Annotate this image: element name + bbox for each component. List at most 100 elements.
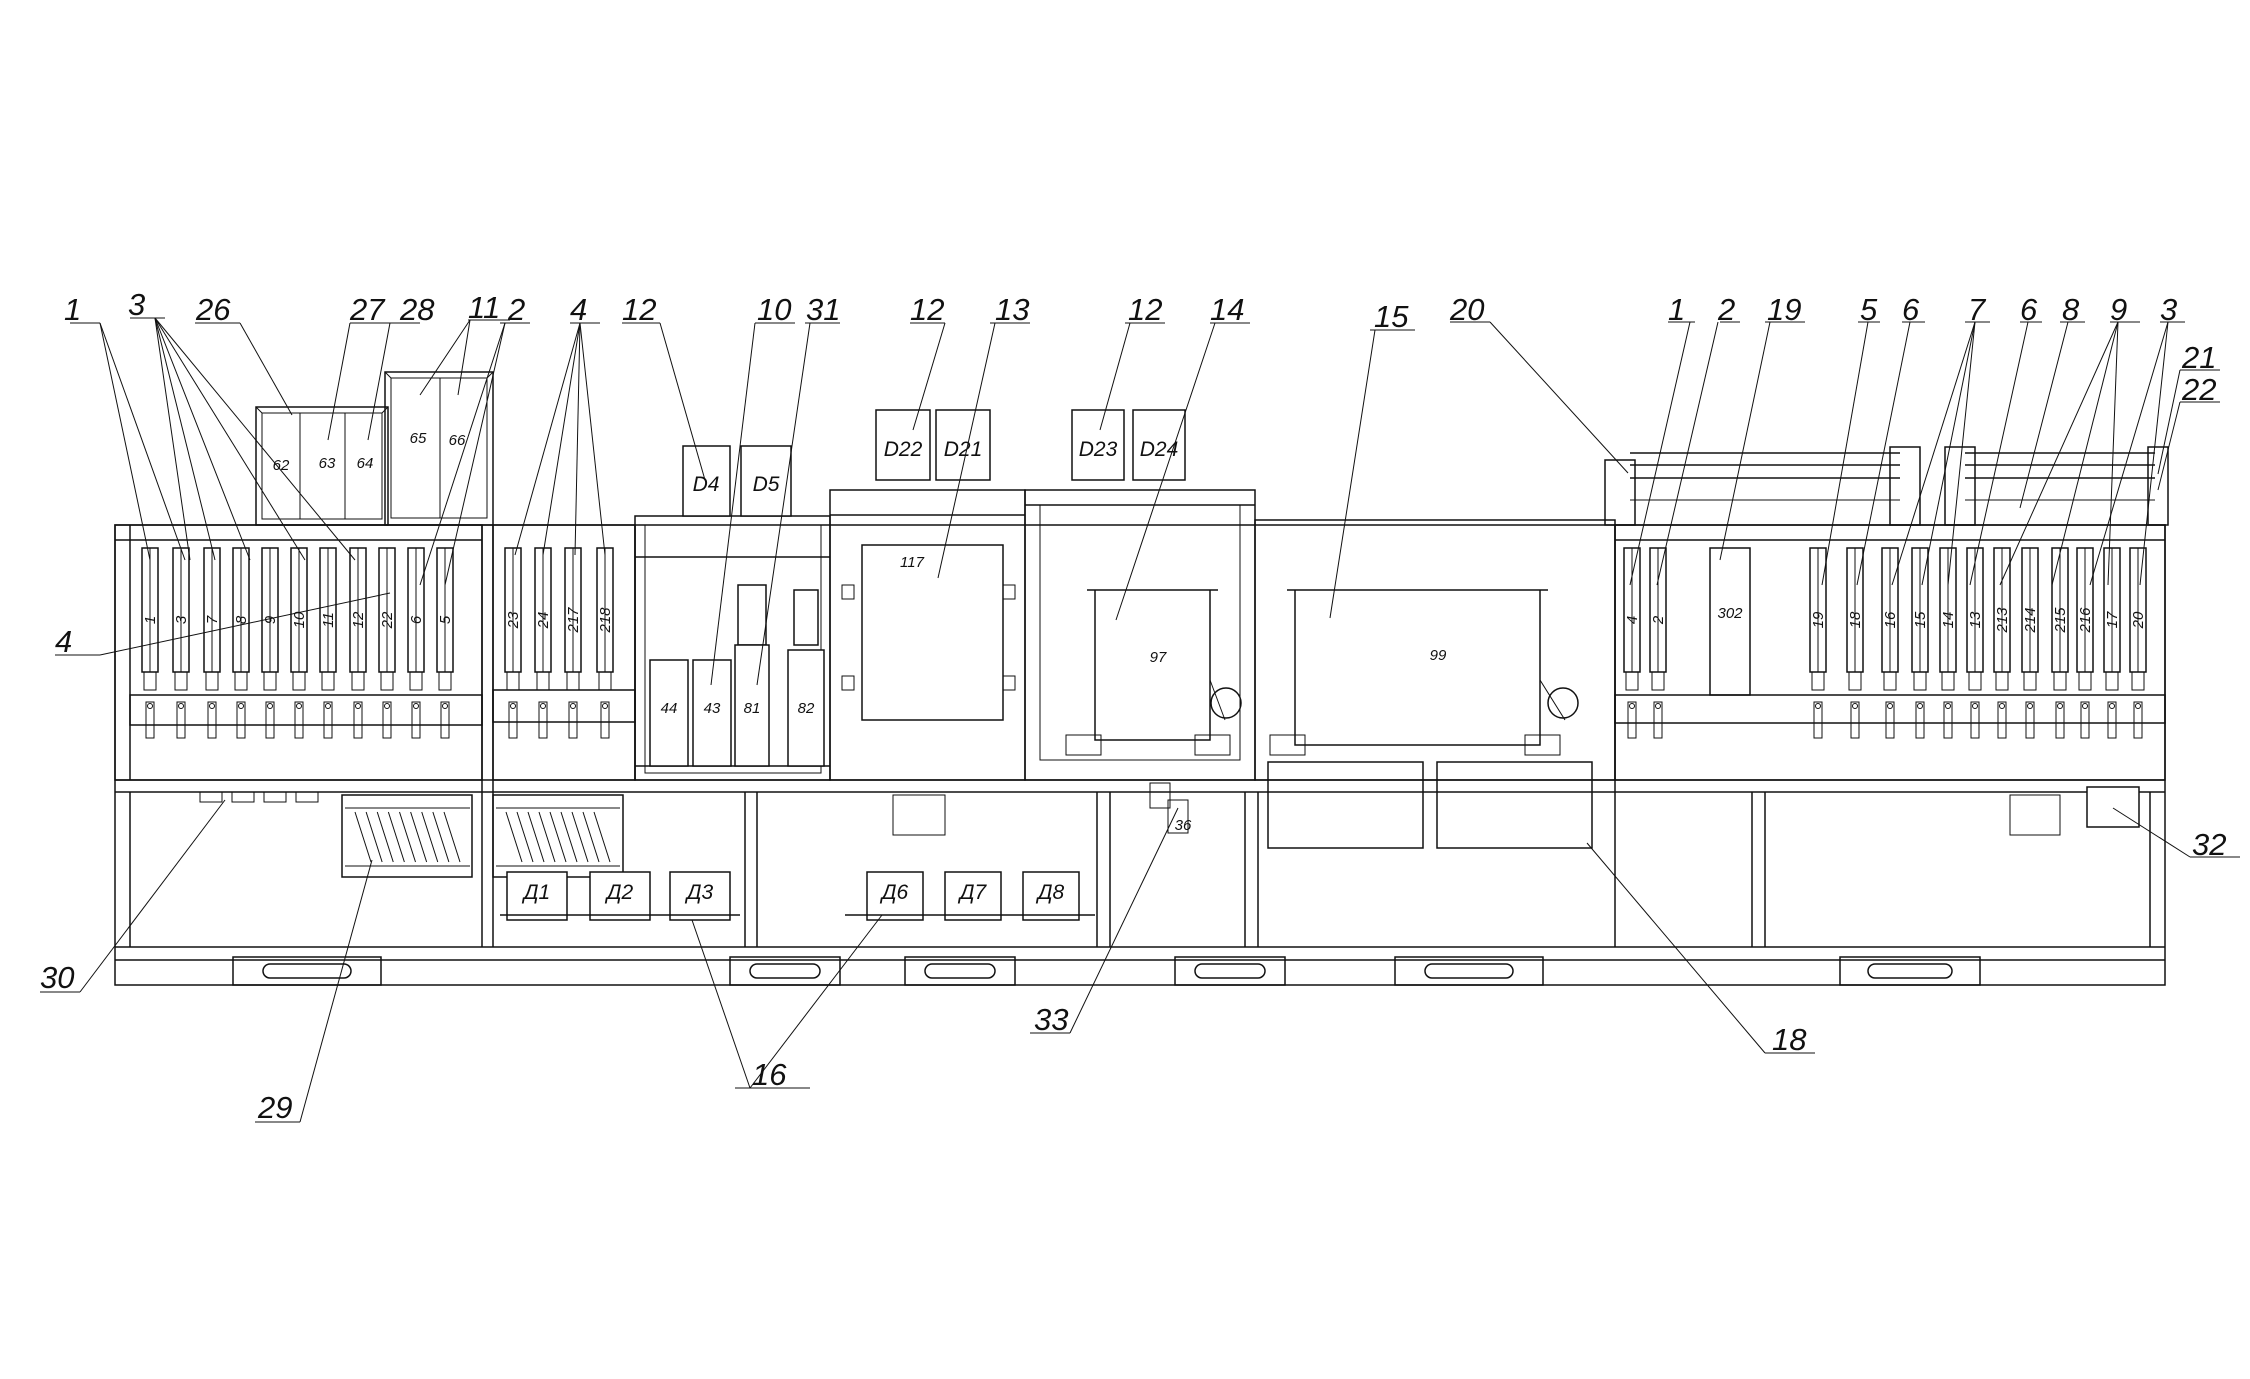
callout-27: 27: [349, 292, 386, 327]
mid-column-1-label: 23: [505, 611, 522, 629]
callout-2-right: 2: [1717, 292, 1735, 327]
left-column-10: 6: [407, 547, 425, 739]
mid-column-2-label: 24: [535, 612, 552, 630]
right-column-13-label: 216: [2077, 607, 2094, 634]
right-column-4: 19: [1809, 547, 1827, 739]
right-column-2-label: 2: [1650, 615, 1667, 625]
tank-label-81: 81: [744, 700, 761, 717]
motor-label-d22: D22: [884, 438, 923, 461]
right-column-12: 215: [2051, 547, 2069, 739]
callout-4-left: 4: [55, 624, 72, 659]
right-column-4-label: 19: [1810, 611, 1827, 628]
motor-label-d7: Д7: [958, 881, 988, 904]
motor-label-d1: Д1: [522, 881, 550, 904]
callout-7: 7: [1968, 292, 1987, 327]
panel-label-117: 117: [900, 554, 925, 571]
callout-10: 10: [757, 292, 791, 327]
right-column-9-label: 13: [1967, 611, 1984, 628]
callout-8: 8: [2062, 292, 2080, 327]
top-box-module: 62 63 64 65 66: [255, 371, 494, 526]
callout-33: 33: [1034, 1002, 1068, 1037]
right-column-7-label: 15: [1912, 611, 1929, 628]
right-column-15-label: 20: [2130, 611, 2147, 629]
right-column-2: 2: [1649, 547, 1667, 739]
callout-14: 14: [1210, 292, 1244, 327]
spring-block-2: [496, 807, 620, 867]
left-column-8-label: 12: [350, 611, 367, 628]
box-label-63: 63: [319, 455, 336, 472]
callout-32: 32: [2192, 827, 2226, 862]
motor-label-d6: Д6: [880, 881, 909, 904]
callout-18: 18: [1772, 1022, 1807, 1057]
callout-11: 11: [468, 290, 500, 325]
callout-21: 21: [2181, 340, 2216, 375]
mid-column-module: 23 24 217 218: [492, 524, 636, 781]
bath-label-99: 99: [1430, 647, 1447, 664]
tank-module: 44 43 81 82: [634, 515, 831, 781]
callout-12-c: 12: [1128, 292, 1162, 327]
right-column-5-label: 18: [1847, 611, 1864, 628]
left-column-7-label: 11: [320, 612, 337, 628]
motor-label-d21: D21: [944, 438, 983, 461]
right-column-8: 14: [1939, 547, 1957, 739]
callout-5: 5: [1860, 292, 1878, 327]
left-column-3: 7: [203, 547, 221, 739]
left-column-5: 9: [261, 547, 279, 739]
callout-31: 31: [806, 292, 840, 327]
right-column-7: 15: [1911, 547, 1929, 739]
spring-blocks: [341, 794, 624, 878]
motor-label-d24: D24: [1140, 438, 1179, 461]
callout-12-a: 12: [622, 292, 656, 327]
callout-26: 26: [195, 292, 231, 327]
left-column-3-label: 7: [204, 615, 221, 624]
mid-column-4: 218: [596, 547, 614, 739]
motor-label-d5: D5: [753, 473, 780, 496]
left-column-10-label: 6: [408, 615, 425, 624]
callout-29: 29: [257, 1090, 292, 1125]
tank-label-44: 44: [661, 700, 678, 717]
leader-lines: [40, 317, 2240, 1123]
mid-column-3: 217: [564, 547, 582, 739]
panel-module: 117: [829, 489, 1026, 781]
tank-label-82: 82: [798, 700, 815, 717]
callout-20: 20: [1449, 292, 1484, 327]
left-column-11: 5: [436, 547, 454, 739]
lower-motors: Д1 Д2 Д3 Д6 Д7 Д8: [500, 786, 2140, 921]
motor-label-d3: Д3: [685, 881, 714, 904]
spring-block-1: [345, 807, 470, 867]
motor-label-d4: D4: [693, 473, 720, 496]
right-column-10-label: 213: [1994, 607, 2011, 634]
callout-4-top: 4: [570, 292, 587, 327]
left-column-7: 11: [319, 547, 337, 739]
left-column-1-label: 1: [142, 616, 159, 624]
mid-column-1: 23: [504, 547, 522, 739]
motor-label-d23: D23: [1079, 438, 1118, 461]
right-column-302-label: 302: [1717, 605, 1743, 622]
box-label-66: 66: [449, 432, 466, 449]
right-column-1: 4: [1623, 547, 1641, 739]
callout-1-left: 1: [64, 292, 81, 327]
upper-motors: D4 D5 D22 D21 D23 D24: [682, 409, 1186, 517]
right-column-6-label: 16: [1882, 611, 1899, 628]
box-label-64: 64: [357, 455, 374, 472]
mid-column-2: 24: [534, 547, 552, 739]
left-column-11-label: 5: [437, 615, 454, 624]
mid-column-3-label: 217: [565, 607, 582, 634]
callout-16: 16: [752, 1057, 787, 1092]
callout-2-left: 2: [507, 292, 525, 327]
tank-label-43: 43: [704, 700, 721, 717]
left-column-4: 8: [232, 547, 250, 739]
left-column-2: 3: [172, 547, 190, 739]
right-column-11-label: 214: [2022, 607, 2039, 633]
main-frame: [114, 524, 2166, 986]
callout-13: 13: [995, 292, 1029, 327]
mid-column-4-label: 218: [597, 607, 614, 634]
box-label-62: 62: [273, 457, 290, 474]
right-column-10: 213: [1993, 547, 2011, 739]
callout-numbers: 1 3 26 27 28 11 2 4 12 10 31 12 13 12 14…: [40, 287, 2226, 1125]
left-column-6: 10: [290, 547, 308, 739]
left-column-2-label: 3: [173, 615, 190, 624]
